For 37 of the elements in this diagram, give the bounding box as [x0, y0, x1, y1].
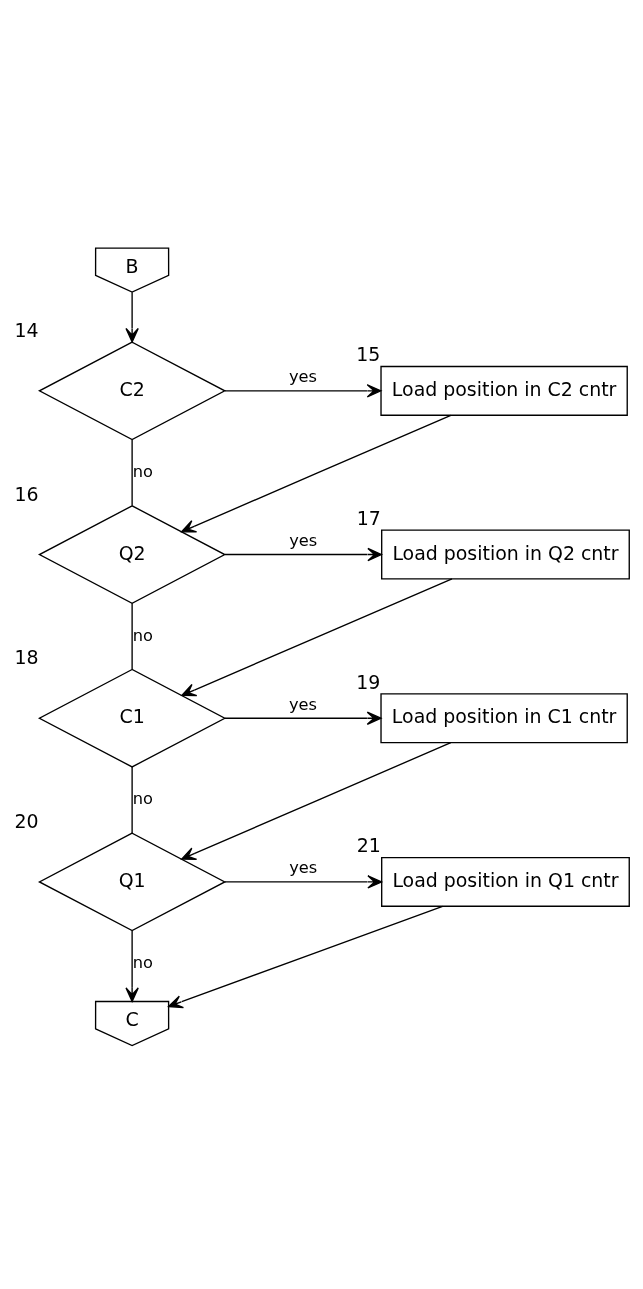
node-diamond: Q2	[38, 505, 227, 604]
arrow	[181, 414, 452, 533]
connector	[131, 602, 133, 670]
node-box: Load position in C2 cntr	[380, 365, 628, 416]
node-label: 16	[14, 482, 39, 505]
node-diamond: Q1	[38, 832, 227, 932]
node-diamond: C2	[38, 341, 227, 441]
node-label: 14	[14, 319, 39, 342]
edge-label: no	[132, 789, 154, 809]
arrow	[125, 291, 139, 343]
edge-label: no	[132, 461, 154, 481]
node-diamond: C1	[38, 668, 227, 768]
edge-label: no	[132, 625, 154, 645]
arrow	[181, 578, 453, 697]
arrow	[224, 547, 383, 562]
node-label: 21	[356, 834, 381, 857]
edge-label: yes	[289, 530, 318, 550]
node-box: Load position in Q1 cntr	[381, 856, 630, 907]
connector	[131, 766, 133, 834]
node-label: 19	[356, 670, 381, 693]
arrow	[224, 711, 382, 725]
node-box: Load position in Q2 cntr	[381, 529, 630, 580]
arrow	[224, 875, 383, 889]
edge-label: no	[132, 952, 154, 972]
node-label: 17	[356, 507, 381, 530]
node-label: 20	[14, 810, 39, 833]
arrow	[224, 384, 382, 398]
edge-label: yes	[288, 367, 317, 387]
node-label: 15	[356, 343, 381, 366]
node-box: Load position in C1 cntr	[380, 693, 628, 744]
arrow	[125, 930, 139, 1003]
node-label: 18	[14, 646, 39, 669]
connector	[131, 438, 133, 507]
arrow	[167, 905, 444, 1009]
edge-label: yes	[288, 694, 317, 714]
arrow	[181, 741, 452, 860]
edge-label: yes	[289, 858, 318, 878]
